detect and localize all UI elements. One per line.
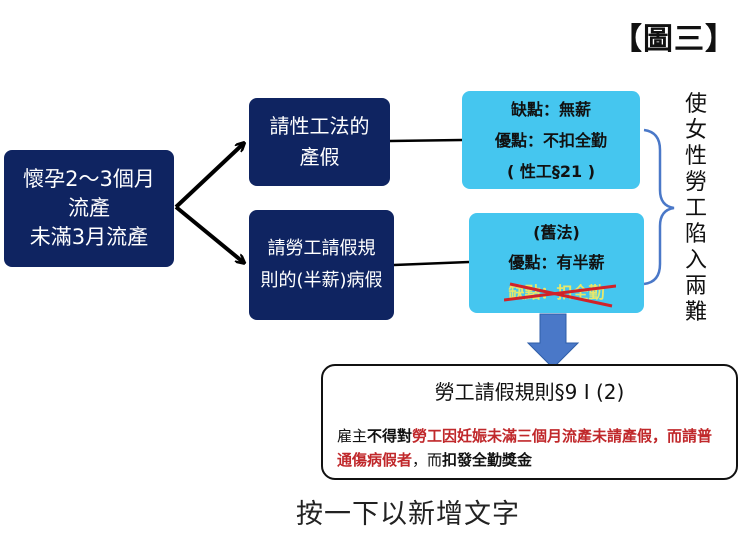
result-box-maternity: 缺點：無薪 優點：不扣全勤 ( 性工§21 ) <box>462 91 640 189</box>
add-text-placeholder[interactable]: 按一下以新增文字 <box>296 499 520 530</box>
result1-line1: 缺點：無薪 <box>510 99 591 119</box>
result2-struck-line: 缺點：扣全勤 <box>504 278 617 308</box>
option1-line2: 產假 <box>299 145 340 169</box>
option2-line1: 請勞工請假規 <box>267 238 376 259</box>
strike-x-icon <box>504 282 617 308</box>
option-box-sick-leave: 請勞工請假規 則的(半薪)病假 <box>249 210 394 320</box>
result2-line1: (舊法) <box>533 223 580 242</box>
result-box-sick-leave: (舊法) 優點：有半薪 缺點：扣全勤 <box>469 213 644 313</box>
arrow-to-option1 <box>174 144 243 209</box>
down-arrow-icon <box>526 313 580 369</box>
rule-seg5: 扣發全勤獎金 <box>442 451 533 469</box>
option-box-maternity-leave: 請性工法的 產假 <box>249 98 390 186</box>
arrow-to-option2 <box>174 205 243 262</box>
rule-seg1: 雇主 <box>337 427 368 445</box>
start-line1: 懷孕2～3個月 <box>23 167 155 191</box>
result1-line2: 優點：不扣全勤 <box>494 130 607 150</box>
figure-label: 【圖三】 <box>612 22 736 57</box>
start-box: 懷孕2～3個月 流產 未滿3月流產 <box>4 150 174 267</box>
result1-line3: ( 性工§21 ) <box>506 161 596 181</box>
connector-option2-result2 <box>393 260 470 267</box>
brace-icon <box>643 128 675 286</box>
result2-line2: 優點：有半薪 <box>508 253 605 272</box>
side-note-dilemma: 使女性勞工陷入兩難 <box>684 92 707 325</box>
option2-line2: 則的(半薪)病假 <box>260 270 383 291</box>
rule-title: 勞工請假規則§9 I (2) <box>434 380 625 404</box>
connector-option1-result1 <box>389 138 463 143</box>
rule-body: 雇主不得對勞工因妊娠未滿三個月流產未請產假，而請普通傷病假者，而扣發全勤獎金 <box>337 424 727 472</box>
option1-line1: 請性工法的 <box>269 114 370 138</box>
rule-box: 勞工請假規則§9 I (2) 雇主不得對勞工因妊娠未滿三個月流產未請產假，而請普… <box>321 364 738 480</box>
start-line3: 未滿3月流產 <box>29 225 149 249</box>
rule-seg4: ，而 <box>412 451 443 469</box>
rule-seg3: 勞工因妊娠未滿三個月流產未請產假，而請普通傷病假者 <box>337 427 713 469</box>
rule-seg2: 不得對 <box>367 427 413 445</box>
start-line2: 流產 <box>67 196 110 220</box>
